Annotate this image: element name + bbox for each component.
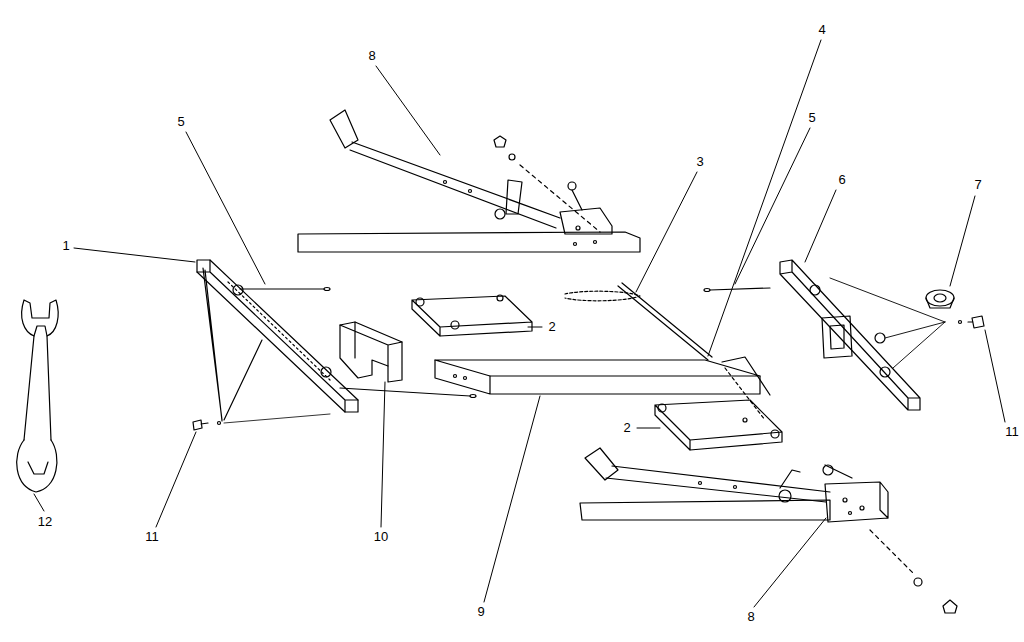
callout-number: 5 — [806, 111, 817, 125]
callout-number: 2 — [546, 320, 557, 334]
lever-assembly — [298, 110, 640, 252]
callout-number: 8 — [745, 610, 756, 624]
callout-number: 7 — [972, 178, 983, 192]
side-bar-right — [704, 260, 984, 410]
callout-number: 9 — [475, 605, 486, 619]
wrench — [17, 300, 58, 492]
callout-number: 1 — [60, 239, 71, 253]
rod — [565, 283, 712, 360]
plate — [412, 295, 782, 450]
callout-number: 11 — [1003, 425, 1021, 439]
callout-number: 2 — [621, 421, 632, 435]
nut — [926, 290, 954, 308]
callout-number: 3 — [694, 155, 705, 169]
callout-number: 11 — [143, 530, 161, 544]
spacer-block — [340, 322, 402, 382]
leader-lines — [34, 40, 1005, 607]
pin — [240, 288, 476, 398]
callout-number: 8 — [366, 49, 377, 63]
side-bar-left — [197, 260, 358, 421]
lever-assembly — [580, 448, 957, 613]
main-beam — [435, 357, 770, 420]
screw — [193, 414, 330, 430]
callout-number: 10 — [372, 530, 390, 544]
callout-number: 5 — [175, 115, 186, 129]
callout-number: 6 — [836, 173, 847, 187]
callout-number: 12 — [36, 515, 54, 529]
callout-number: 4 — [816, 23, 827, 37]
